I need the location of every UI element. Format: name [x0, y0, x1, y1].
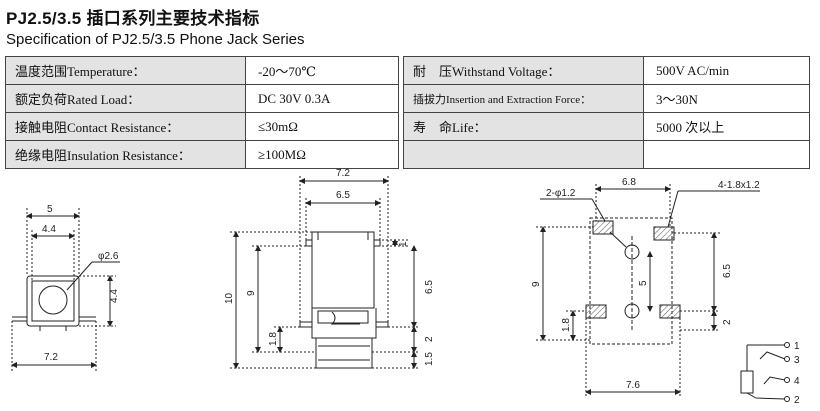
spec-value [643, 140, 810, 169]
dim-pcb-hole: 2-φ1.2 [546, 188, 576, 199]
dim-pcb-bottom: 7.6 [626, 380, 640, 391]
spec-value: ≤30mΩ [245, 112, 399, 141]
dim-side-18: 1.8 [268, 332, 279, 346]
dim-pcb-slot: 4-1.8x1.2 [718, 180, 760, 191]
table-row: 额定负荷Rated Load： DC 30V 0.3A 插拔力Insertion… [5, 84, 810, 113]
dim-pcb-65: 6.5 [722, 264, 733, 278]
table-row: 绝缘电阻Insulation Resistance： ≥100MΩ [5, 140, 810, 169]
jack-schematic [740, 342, 790, 402]
dim-side-2: 2 [424, 336, 435, 342]
dim-front-hole: φ2.6 [98, 251, 119, 262]
dim-pcb-18: 1.8 [561, 318, 572, 332]
dim-pcb-2: 2 [722, 319, 733, 325]
dim-front-inner: 4.4 [42, 224, 56, 235]
dim-front-width: 5 [47, 204, 53, 215]
spec-value: DC 30V 0.3A [245, 84, 399, 113]
spec-value: 5000 次以上 [643, 112, 810, 141]
spec-label: 插拔力Insertion and Extraction Force： [403, 84, 644, 113]
title-chinese: PJ2.5/3.5 插口系列主要技术指标 [6, 9, 260, 28]
schematic-pin-4: 4 [794, 376, 800, 387]
dim-side-pin: 1 [398, 241, 409, 247]
spec-table: 温度范围Temperature： -20～70℃ 耐 压Withstand Vo… [5, 56, 810, 169]
dim-pcb-width: 6.8 [622, 177, 636, 188]
solder-pad [585, 304, 607, 319]
dim-side-9: 9 [246, 290, 257, 296]
spec-value: 500V AC/min [643, 56, 810, 85]
dim-side-65: 6.5 [424, 280, 435, 294]
front-view-drawing [11, 208, 120, 372]
side-view-drawing [230, 176, 420, 369]
table-row: 接触电阻Contact Resistance： ≤30mΩ 寿 命Life： 5… [5, 112, 810, 141]
spec-label: 耐 压Withstand Voltage： [403, 56, 644, 85]
solder-pad [659, 304, 681, 319]
spec-label [403, 140, 644, 169]
spec-value: -20～70℃ [245, 56, 399, 85]
schematic-pin-3: 3 [794, 355, 800, 366]
dim-side-length: 7.2 [336, 168, 350, 179]
pcb-layout-drawing [536, 184, 760, 398]
spec-label: 绝缘电阻Insulation Resistance： [5, 140, 246, 169]
dim-front-height: 4.4 [109, 289, 120, 303]
dim-front-bottom: 7.2 [44, 352, 58, 363]
dim-side-total: 10 [224, 292, 235, 304]
schematic-pin-1: 1 [794, 341, 800, 352]
solder-pad [653, 226, 675, 241]
dim-side-15: 1.5 [424, 352, 435, 366]
schematic-pin-2: 2 [794, 395, 800, 406]
dim-pcb-9: 9 [531, 281, 542, 287]
spec-value: ≥100MΩ [245, 140, 399, 169]
spec-label: 温度范围Temperature： [5, 56, 246, 85]
table-row: 温度范围Temperature： -20～70℃ 耐 压Withstand Vo… [5, 56, 810, 85]
dim-side-mid: 6.5 [336, 190, 350, 201]
spec-label: 接触电阻Contact Resistance： [5, 112, 246, 141]
spec-label: 额定负荷Rated Load： [5, 84, 246, 113]
dim-pcb-5: 5 [638, 280, 649, 286]
spec-value: 3～30N [643, 84, 810, 113]
title-english: Specification of PJ2.5/3.5 Phone Jack Se… [6, 31, 305, 48]
spec-label: 寿 命Life： [403, 112, 644, 141]
